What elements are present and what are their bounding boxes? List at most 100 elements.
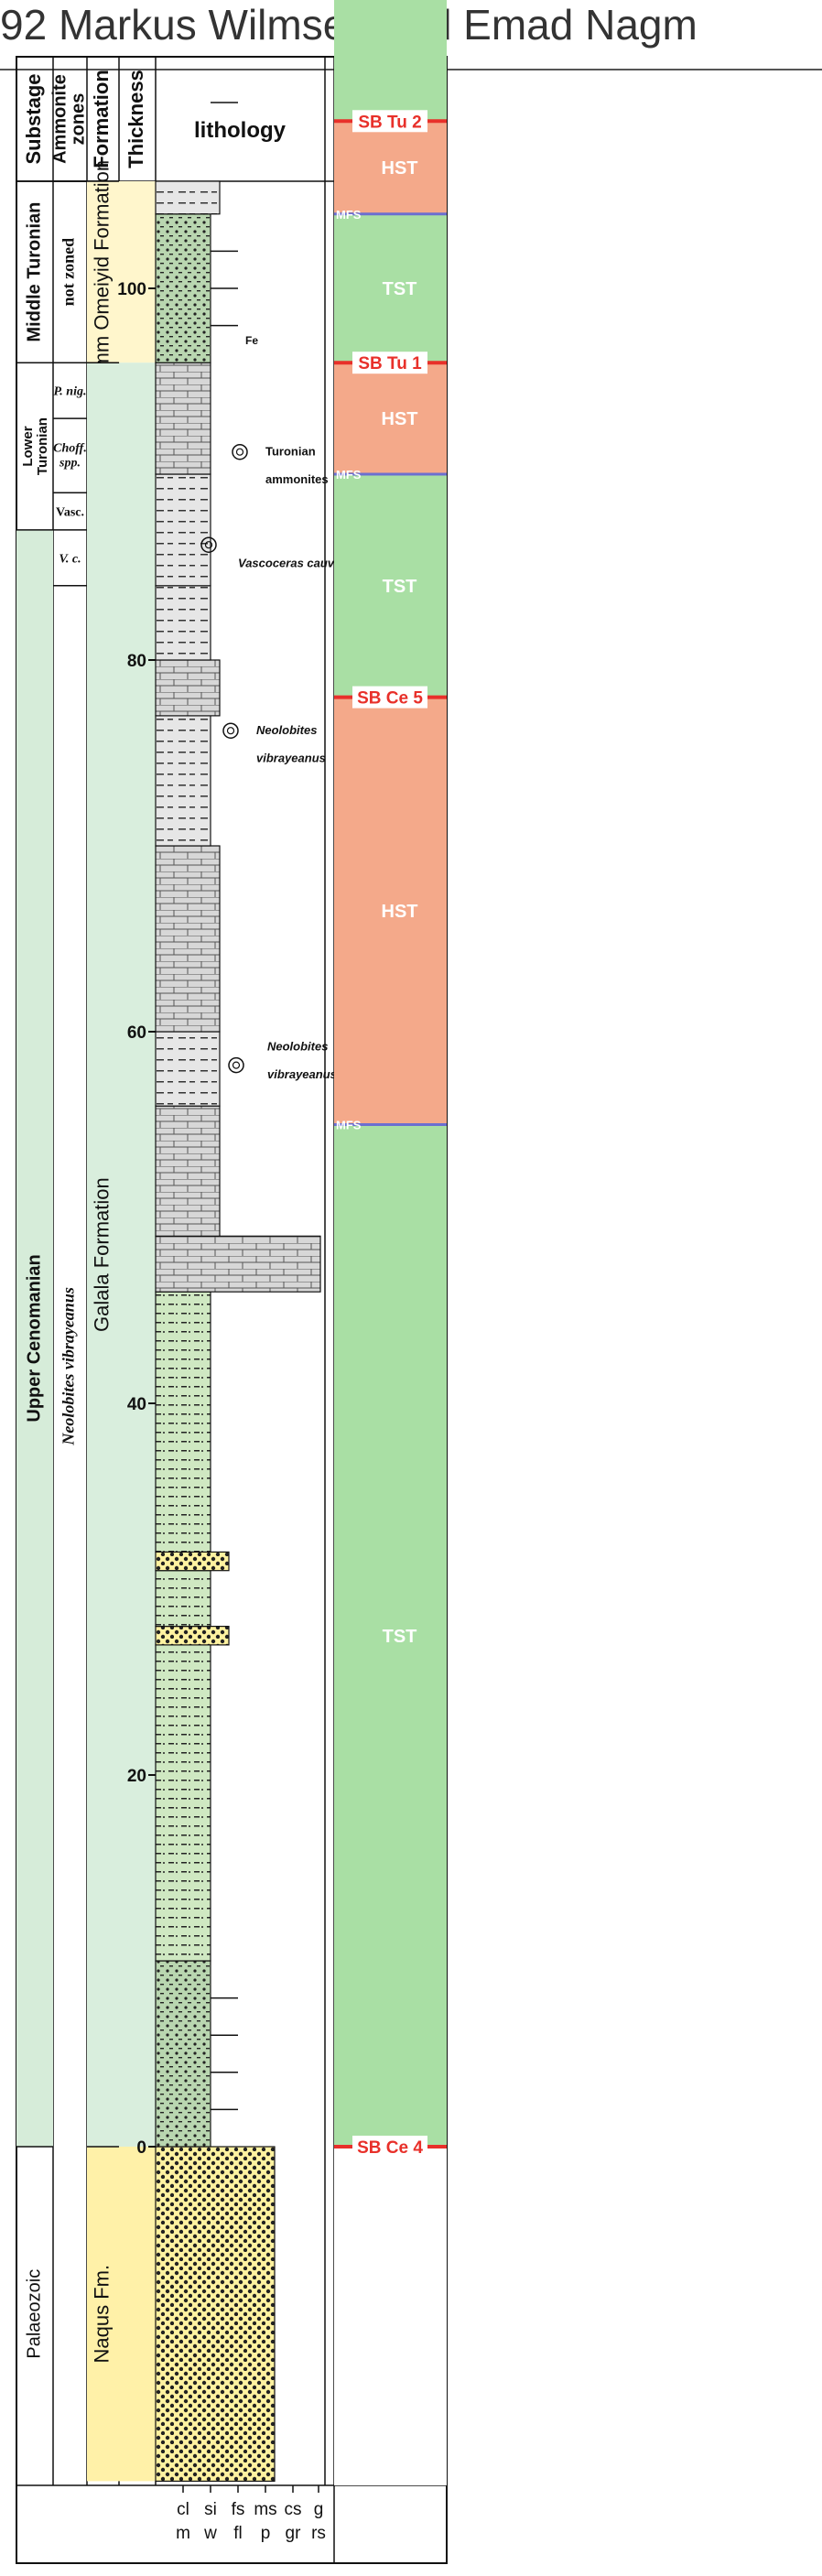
header-ammonite-line1: Ammonite bbox=[49, 74, 70, 164]
systems-tract-label: TST bbox=[383, 279, 417, 299]
sequence-boundary-label-bg bbox=[352, 2136, 427, 2158]
sequence-boundary-label: SB Tu 2 bbox=[358, 113, 421, 132]
thickness-tick-label: 20 bbox=[127, 1767, 146, 1786]
substage-label: Turonian bbox=[35, 417, 50, 475]
sequence-boundary-label-bg bbox=[352, 686, 427, 709]
lithology-bed bbox=[155, 1644, 211, 1962]
ammonite-fossil-icon bbox=[200, 536, 217, 553]
page-number: 92 bbox=[0, 1, 48, 49]
grain-axis-label-bottom: w bbox=[203, 2524, 217, 2543]
mfs-label: MFS bbox=[336, 468, 362, 482]
systems-tract bbox=[334, 213, 447, 363]
grain-axis-label-bottom: fl bbox=[233, 2524, 243, 2543]
mfs-label: MFS bbox=[336, 208, 362, 222]
lithology-bed bbox=[155, 845, 221, 1033]
lithology-bed bbox=[155, 1551, 230, 1572]
lithology-bed bbox=[155, 1105, 221, 1237]
thickness-tick-label: 80 bbox=[127, 652, 146, 671]
thickness-tick-label: 0 bbox=[136, 2138, 146, 2158]
formation-fill bbox=[87, 181, 119, 363]
sequence-boundary-label: SB Ce 4 bbox=[357, 2138, 423, 2158]
systems-tract bbox=[334, 474, 447, 698]
lithology-annotation: Neolobites bbox=[256, 723, 317, 737]
lithology-bed bbox=[155, 180, 221, 215]
lithology-bed bbox=[155, 362, 211, 475]
header-formation: Formation bbox=[90, 70, 113, 168]
lithology-annotation: Turonian bbox=[265, 445, 316, 459]
thickness-tick-label: 100 bbox=[117, 280, 146, 299]
thickness-fill bbox=[119, 2147, 156, 2482]
systems-tract bbox=[334, 697, 447, 1125]
formation-label: Umm Omeiyid Formation bbox=[90, 160, 113, 384]
header-ammonite-line2: zones bbox=[68, 93, 88, 146]
substage-label: Upper Cenomanian bbox=[24, 1254, 44, 1422]
systems-tract bbox=[334, 363, 447, 474]
systems-tract-label: HST bbox=[382, 902, 418, 922]
ammonite-zone-label: spp. bbox=[59, 457, 81, 471]
formation-fill bbox=[87, 363, 119, 2148]
grain-axis-label-top: ms bbox=[254, 2500, 276, 2519]
lithology-annotation: vibrayeanus bbox=[267, 1067, 337, 1081]
systems-tract-label: TST bbox=[383, 1627, 417, 1647]
thickness-tick-label: 40 bbox=[127, 1395, 146, 1414]
substage-label: Middle Turonian bbox=[24, 202, 44, 342]
thickness-tick-label: 60 bbox=[127, 1023, 146, 1043]
lithology-bed bbox=[155, 1291, 211, 1553]
formation-fill bbox=[87, 2147, 119, 2482]
lithology-bed bbox=[155, 585, 211, 661]
ammonite-fossil-icon bbox=[226, 727, 235, 735]
ammonite-zone-label: P. nig. bbox=[54, 385, 87, 399]
thickness-fill bbox=[119, 363, 156, 2148]
formation-label: Naqus Fm. bbox=[90, 2265, 113, 2364]
ammonite-fossil-icon bbox=[228, 1056, 244, 1074]
substage-label: Palaeozoic bbox=[24, 2269, 44, 2359]
ammonite-fossil-icon bbox=[235, 448, 244, 456]
ammonite-zone-label: Choff. bbox=[53, 442, 87, 456]
lithology-bed bbox=[155, 2146, 276, 2482]
grain-axis-label-top: fs bbox=[232, 2500, 245, 2519]
lithology-bed bbox=[155, 1625, 230, 1646]
lithology-annotation: vibrayeanus bbox=[256, 752, 326, 765]
lithology-bed bbox=[155, 1570, 211, 1628]
grain-axis-label-top: si bbox=[204, 2500, 217, 2519]
header-substage: Substage bbox=[22, 73, 45, 164]
lithology-annotation: Vascoceras cauvini bbox=[238, 557, 349, 570]
lithology-annotation: Neolobites bbox=[267, 1039, 328, 1053]
sequence-boundary-label: SB Ce 5 bbox=[357, 689, 423, 709]
header-thickness: Thickness bbox=[124, 70, 147, 168]
ammonite-zone-label: not zoned bbox=[59, 238, 78, 307]
systems-tract-label: TST bbox=[383, 577, 417, 597]
substage-fill bbox=[16, 529, 53, 2147]
thickness-fill bbox=[119, 181, 156, 363]
formation-label: Galala Formation bbox=[90, 1177, 113, 1332]
systems-tract bbox=[334, 0, 447, 122]
lithology-bed bbox=[155, 1235, 321, 1293]
grain-axis-label-top: cl bbox=[177, 2500, 189, 2519]
lithology-bed bbox=[155, 213, 211, 363]
grain-axis-label-bottom: p bbox=[261, 2524, 271, 2543]
grain-axis-label-bottom: m bbox=[176, 2524, 190, 2543]
lithology-bed bbox=[155, 1960, 211, 2148]
ammonite-zone-label: Neolobites vibrayeanus bbox=[59, 1287, 78, 1446]
ammonite-zone-label: V. c. bbox=[59, 552, 81, 566]
systems-tract bbox=[334, 1124, 447, 2147]
grain-axis-label-bottom: gr bbox=[286, 2524, 302, 2543]
grain-axis-label-top: cs bbox=[285, 2500, 302, 2519]
lithology-bed bbox=[155, 659, 221, 717]
systems-tract bbox=[334, 121, 447, 214]
lithology-bed bbox=[155, 1031, 221, 1107]
grain-axis-label-bottom: rs bbox=[311, 2524, 326, 2543]
ammonite-fossil-icon bbox=[222, 722, 239, 739]
systems-tract-label: HST bbox=[382, 409, 418, 429]
sequence-boundary-label: SB Tu 1 bbox=[358, 354, 422, 373]
sequence-blank bbox=[334, 2147, 447, 2485]
lithology-annotation: Fe bbox=[245, 334, 258, 347]
lithology-bed bbox=[155, 715, 211, 847]
header-lithology: lithology bbox=[194, 118, 287, 143]
ammonite-fossil-icon bbox=[204, 541, 213, 549]
grain-axis-label-top: g bbox=[314, 2500, 324, 2519]
ammonite-zone-label: Vasc. bbox=[56, 506, 84, 520]
lithology-annotation: ammonites bbox=[265, 472, 329, 486]
ammonite-fossil-icon bbox=[232, 1061, 241, 1069]
